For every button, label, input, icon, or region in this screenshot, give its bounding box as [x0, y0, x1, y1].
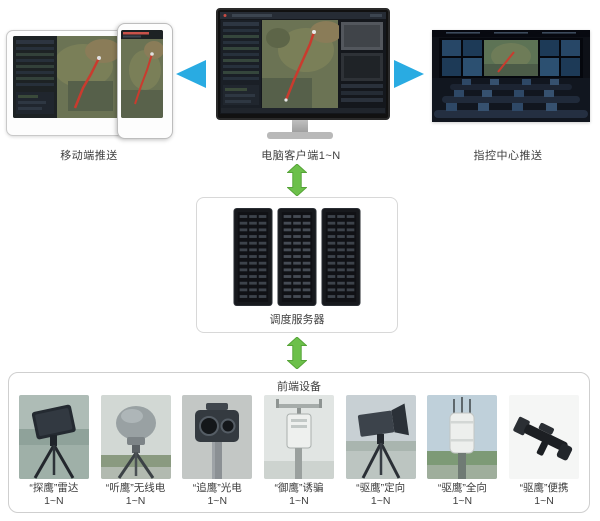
- arrow-updown-top-icon: [287, 164, 307, 196]
- device-count: 1~N: [44, 495, 64, 508]
- radar-photo: [18, 395, 89, 479]
- device-name: “驱鹰”定向: [356, 482, 406, 494]
- device-count: 1~N: [452, 495, 473, 508]
- device-tile-radar: “探鹰”雷达 1~N: [15, 395, 93, 508]
- device-count: 1~N: [289, 495, 309, 508]
- server-rack-icon: [321, 207, 361, 307]
- pc-label: 电脑客户端1~N: [261, 150, 341, 162]
- server-label: 调度服务器: [269, 314, 325, 326]
- frontend-title: 前端设备: [277, 381, 321, 393]
- frontend-devices-panel: 前端设备 “探鹰”雷达 1~N: [8, 372, 590, 513]
- device-tiles: “探鹰”雷达 1~N “听鹰”无线电 1~N: [13, 395, 585, 508]
- device-tile-directional: “驱鹰”定向 1~N: [342, 395, 420, 508]
- device-count: 1~N: [125, 495, 146, 508]
- device-name: “探鹰”雷达: [29, 482, 79, 494]
- radio-photo: [100, 395, 171, 479]
- device-tile-omni: “驱鹰”全向 1~N: [423, 395, 501, 508]
- portable-photo: [509, 395, 580, 479]
- device-name: “御鹰”诱骗: [274, 482, 324, 494]
- tablet-screen-map: [13, 36, 123, 118]
- directional-photo: [345, 395, 416, 479]
- device-count: 1~N: [534, 495, 554, 508]
- server-rack-icon: [277, 207, 317, 307]
- command-center-image: [432, 30, 590, 122]
- arrow-right-icon: [394, 60, 424, 88]
- device-count: 1~N: [207, 495, 228, 508]
- arrow-left-icon: [176, 60, 206, 88]
- optic-photo: [182, 395, 253, 479]
- mobile-label: 移动端推送: [60, 150, 118, 162]
- device-name: “驱鹰”便携: [519, 482, 569, 494]
- monitor-stand-base: [267, 132, 333, 139]
- arrow-updown-bottom-icon: [287, 337, 307, 369]
- monitor-stand-neck: [292, 120, 308, 133]
- device-tile-radio: “听鹰”无线电 1~N: [97, 395, 175, 508]
- server-rack-icon: [233, 207, 273, 307]
- device-name: “听鹰”无线电: [105, 482, 166, 494]
- phone-device: [117, 23, 173, 139]
- server-group: 调度服务器: [196, 197, 398, 333]
- device-name: “驱鹰”全向: [437, 482, 487, 494]
- pc-monitor: [216, 8, 390, 120]
- device-name: “追鹰”光电: [192, 482, 242, 494]
- phone-screen-map: [121, 30, 163, 118]
- decoy-photo: [263, 395, 334, 479]
- device-tile-portable: “驱鹰”便携 1~N: [505, 395, 583, 508]
- omni-photo: [427, 395, 498, 479]
- server-racks: [197, 206, 397, 308]
- device-count: 1~N: [370, 495, 391, 508]
- command-center-photo: [432, 30, 590, 122]
- device-tile-optic: “追鹰”光电 1~N: [178, 395, 256, 508]
- device-tile-decoy: “御鹰”诱骗 1~N: [260, 395, 338, 508]
- command-label: 指控中心推送: [473, 150, 543, 162]
- pc-client-screen: [220, 12, 386, 114]
